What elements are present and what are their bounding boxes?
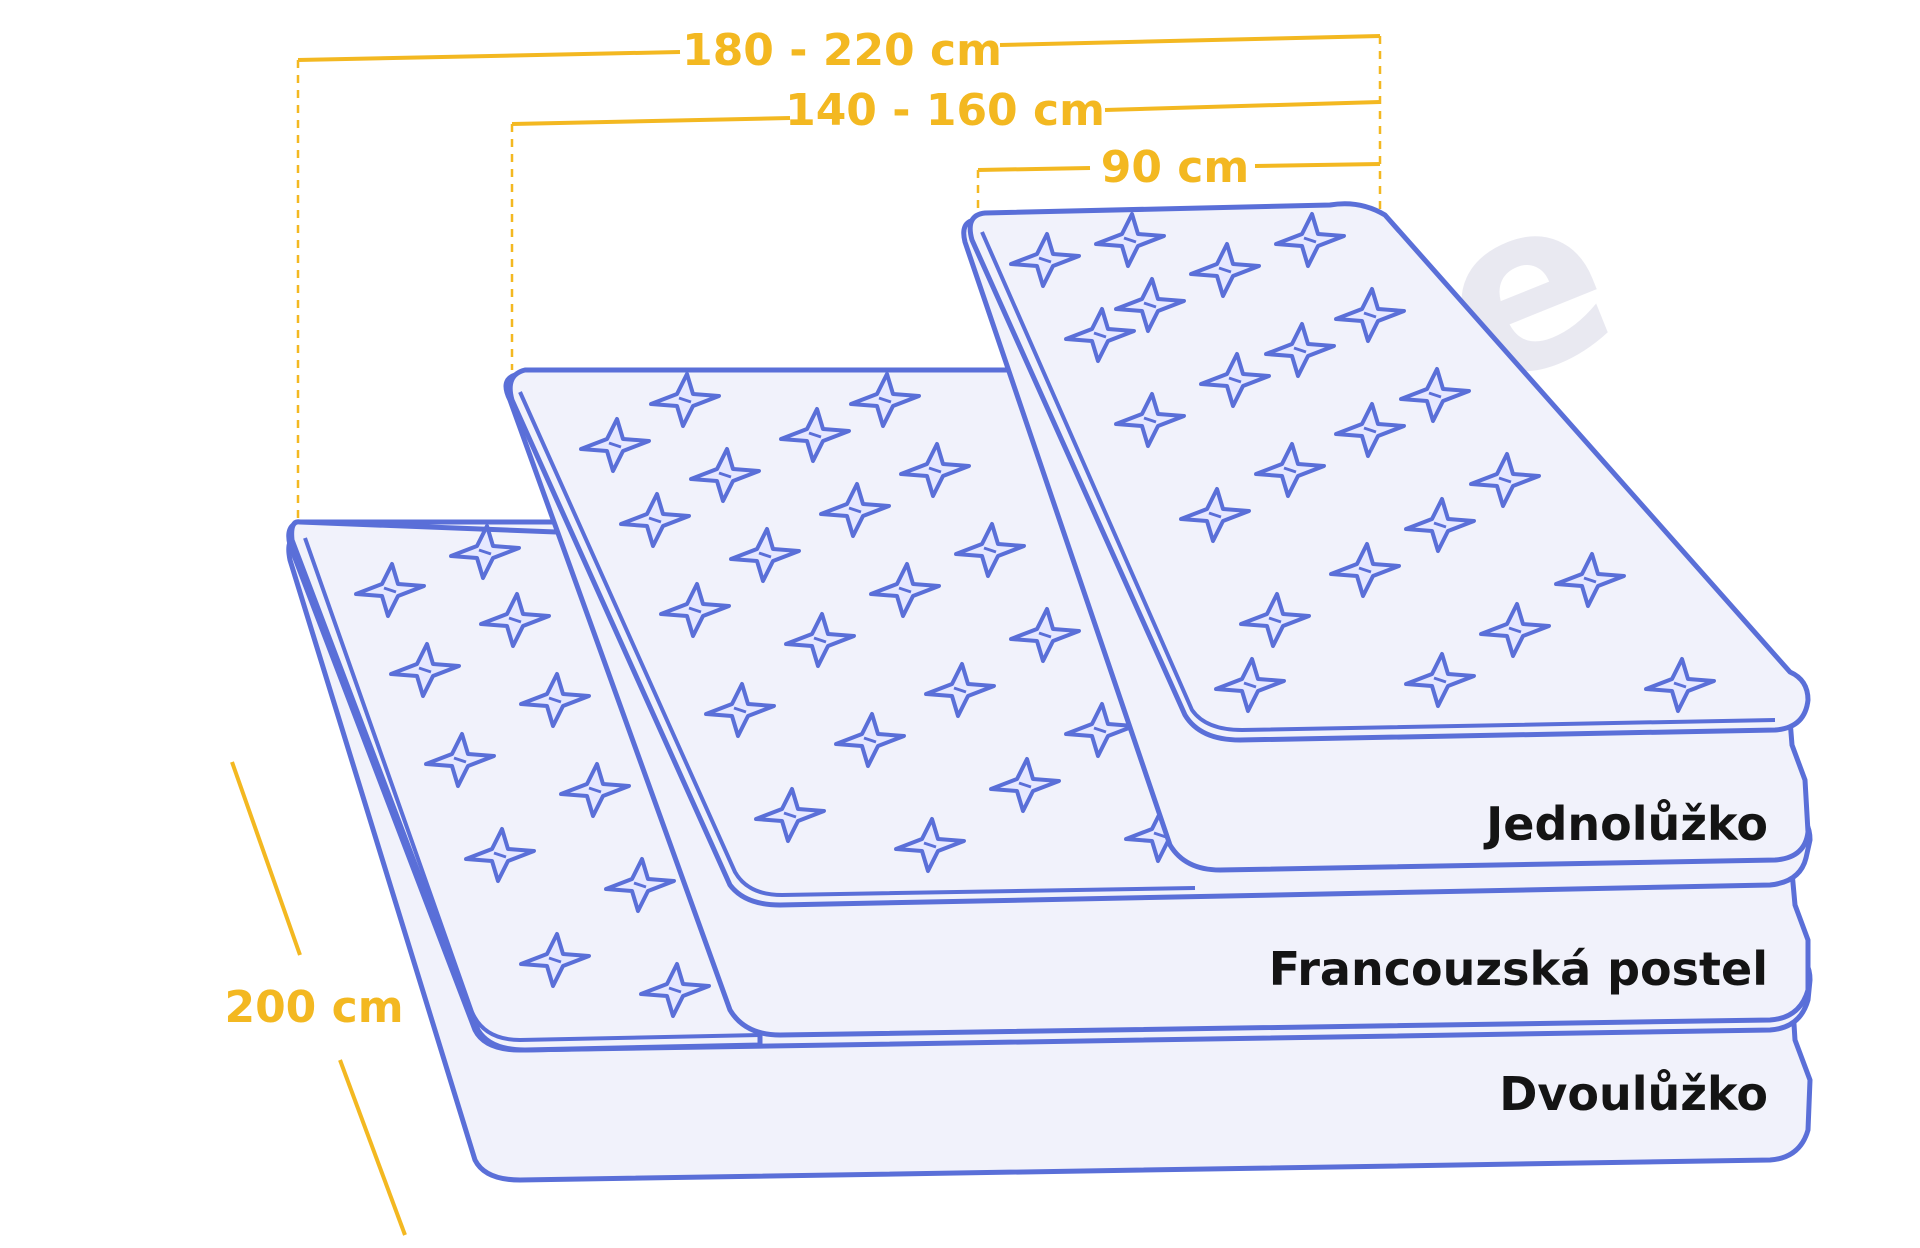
dim-line-double-left bbox=[297, 50, 681, 62]
dim-line-double-right bbox=[999, 34, 1381, 47]
mattress-double-surface-inner bbox=[303, 537, 761, 1042]
dim-label-length: 200 cm bbox=[224, 982, 403, 1033]
dimension-lines bbox=[230, 34, 1382, 1236]
dim-line-single-left bbox=[977, 166, 1091, 172]
dim-label-french: 140 - 160 cm bbox=[785, 85, 1105, 136]
label-double: Dvoulůžko bbox=[1499, 1067, 1768, 1121]
dim-line-length-bottom bbox=[338, 1059, 407, 1236]
dim-label-double: 180 - 220 cm bbox=[682, 25, 1002, 76]
label-french: Francouzská postel bbox=[1269, 942, 1768, 996]
label-single: Jednolůžko bbox=[1483, 797, 1768, 851]
dim-line-single-right bbox=[1254, 162, 1381, 168]
dim-line-french-left bbox=[511, 116, 791, 126]
mattress-single bbox=[961, 201, 1811, 873]
mattress-french-surface-inner bbox=[518, 391, 1196, 897]
dim-line-french-right bbox=[1104, 100, 1381, 112]
mattress-single-surface-inner bbox=[980, 231, 1776, 732]
dim-label-single: 90 cm bbox=[1101, 142, 1249, 193]
mattress-single-top bbox=[967, 201, 1811, 743]
dim-line-length-top bbox=[230, 761, 302, 956]
